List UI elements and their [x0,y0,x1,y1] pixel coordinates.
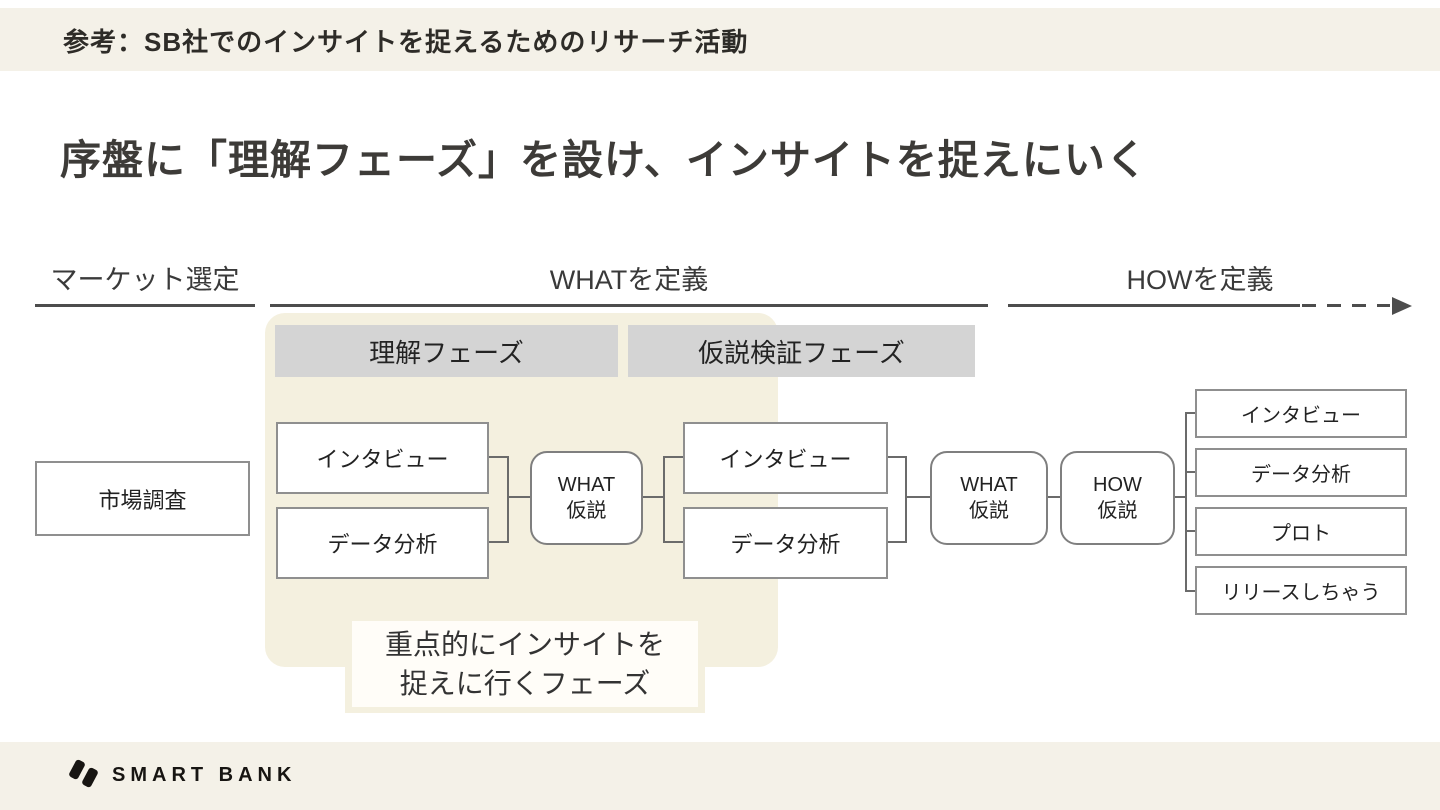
connector [1187,412,1195,414]
how-release-box: リリースしちゃう [1195,566,1407,615]
connector [665,541,683,543]
footer-band [0,742,1440,810]
connector [507,456,509,543]
understand-interview-box: インタビュー [276,422,489,494]
what-hypothesis-box-1: WHAT 仮説 [530,451,643,545]
how-hypothesis-box: HOW 仮説 [1060,451,1175,545]
smartbank-logo-text: SMART BANK [112,764,297,786]
connector [1187,590,1195,592]
connector [1187,471,1195,473]
what-hypothesis-line2: 仮説 [969,500,1009,522]
what-hypothesis-line2: 仮説 [566,500,607,522]
slide-kicker: 参考：SB社でのインサイトを捉えるためのリサーチ活動 [63,27,749,57]
phase-label-understand: 理解フェーズ [275,325,618,377]
how-hypothesis-line2: 仮説 [1097,500,1138,522]
connector [905,456,907,543]
how-interview-box: インタビュー [1195,389,1407,438]
insight-note-line1: 重点的にインサイトを [384,629,665,660]
insight-note-text: 重点的にインサイトを 捉えに行くフェーズ [352,621,698,707]
market-research-box: 市場調査 [35,461,250,536]
arrow-right-icon [1392,297,1412,315]
connector [1185,412,1187,592]
what-hypothesis-line1: WHAT [557,474,616,496]
connector [643,496,665,498]
market-section-rule [35,304,255,307]
understand-data-analysis-box: データ分析 [276,507,489,579]
connector [888,541,907,543]
logo-bar [81,766,99,789]
connector [509,496,530,498]
connector [489,541,509,543]
how-hypothesis-line1: HOW [1093,474,1142,496]
section-label-what: WHATを定義 [549,265,709,295]
connector [489,456,509,458]
phase-label-validate: 仮説検証フェーズ [628,325,975,377]
validate-interview-box: インタビュー [683,422,888,494]
what-hypothesis-line1: WHAT [960,474,1018,496]
page-title: 序盤に「理解フェーズ」を設け、インサイトを捉えにいく [60,137,1148,183]
how-section-rule [1008,304,1300,307]
insight-note: 重点的にインサイトを 捉えに行くフェーズ [345,615,705,713]
how-section-dashed-rule [1302,304,1390,307]
connector [907,496,930,498]
insight-note-line2: 捉えに行くフェーズ [399,668,651,699]
section-label-how: HOWを定義 [1126,265,1274,295]
connector [1048,496,1060,498]
what-section-rule [270,304,988,307]
connector [1175,496,1187,498]
header-band [0,8,1440,71]
connector [665,456,683,458]
connector [1187,530,1195,532]
validate-data-analysis-box: データ分析 [683,507,888,579]
what-hypothesis-box-2: WHAT 仮説 [930,451,1048,545]
section-label-market: マーケット選定 [50,265,240,295]
how-data-analysis-box: データ分析 [1195,448,1407,497]
connector [663,456,665,543]
smartbank-logo-icon [68,757,104,793]
smartbank-logo: SMART BANK [68,755,370,795]
connector [888,456,907,458]
how-prototype-box: プロト [1195,507,1407,556]
